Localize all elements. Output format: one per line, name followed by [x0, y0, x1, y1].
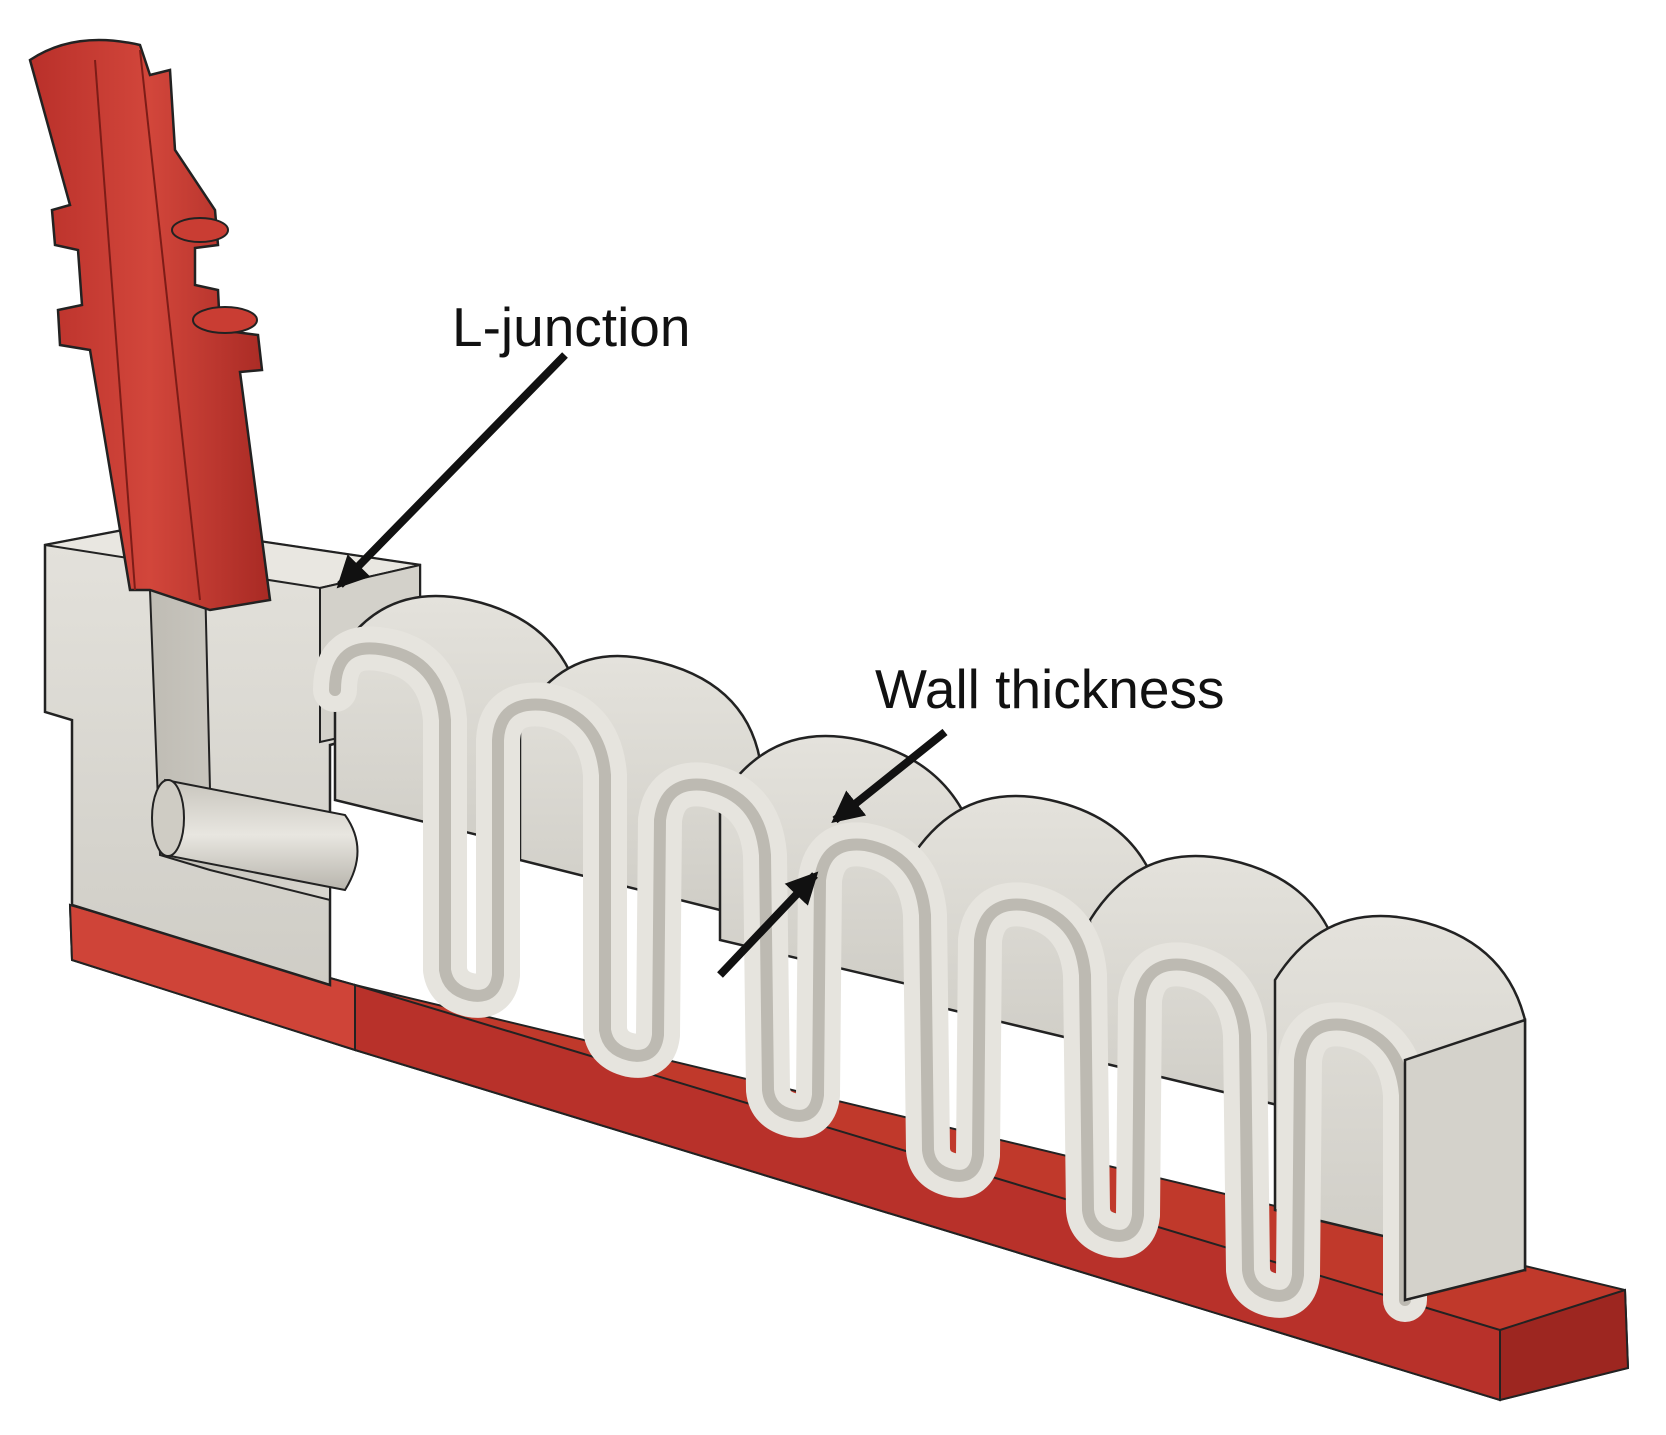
wall-thickness-arrow-outer	[831, 728, 948, 824]
wall-thickness-label: Wall thickness	[875, 658, 1225, 720]
end-block	[1403, 1018, 1527, 1302]
l-junction-label: L-junction	[452, 296, 691, 358]
wall-thickness-arrow-inner	[717, 871, 819, 978]
l-junction-arrow	[336, 352, 568, 589]
serpentine-channel	[313, 594, 1527, 1322]
annotation-arrows	[336, 352, 948, 978]
red-inlet-nozzle	[28, 38, 272, 612]
